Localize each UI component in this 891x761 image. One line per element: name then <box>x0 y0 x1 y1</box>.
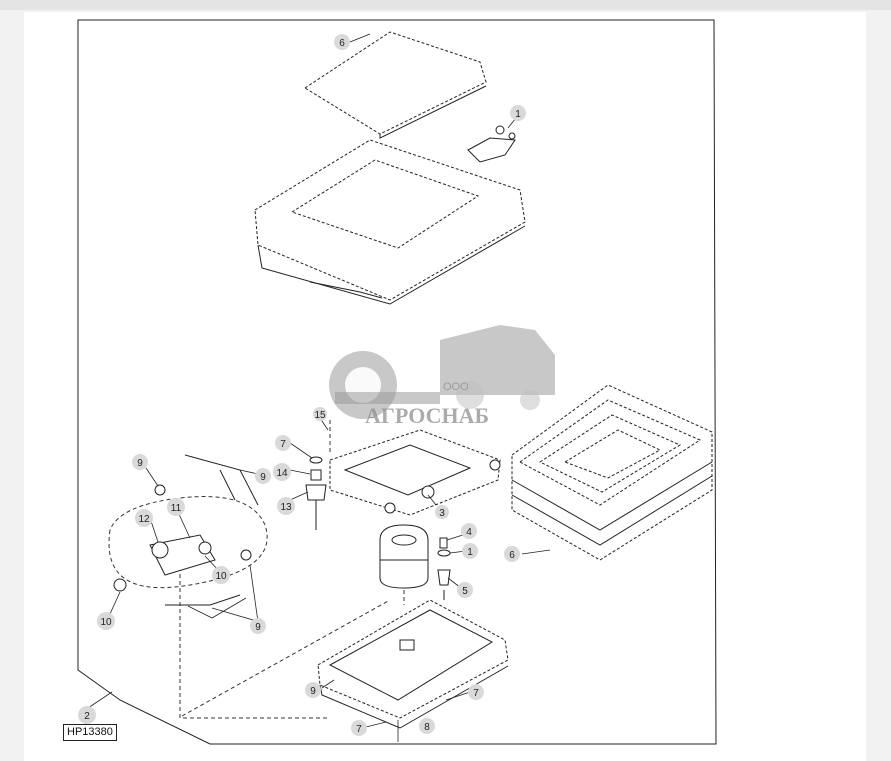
svg-text:1: 1 <box>467 547 473 558</box>
callout-10-a: 10 <box>212 566 230 584</box>
callout-13: 13 <box>277 497 295 515</box>
diagram-page: ООО АГРОСНАБ 6 1 15 7 14 13 9 9 <box>24 12 866 761</box>
callout-8: 8 <box>419 718 435 734</box>
top-strip <box>0 0 891 10</box>
svg-text:15: 15 <box>314 410 326 421</box>
watermark: ООО АГРОСНАБ <box>329 325 555 428</box>
svg-text:9: 9 <box>255 622 261 633</box>
fasteners-stack <box>437 537 451 600</box>
valve-assembly <box>108 454 268 619</box>
svg-text:3: 3 <box>439 508 445 519</box>
callout-15: 15 <box>313 407 327 421</box>
svg-text:10: 10 <box>100 617 112 628</box>
callout-7-bottom: 7 <box>351 720 367 736</box>
exploded-parts-diagram: ООО АГРОСНАБ 6 1 15 7 14 13 9 9 <box>77 19 717 745</box>
bolt-column <box>305 456 327 530</box>
callout-1-mid: 1 <box>462 543 478 559</box>
figure-id-label: HP13380 <box>63 724 117 741</box>
upper-seat-frame <box>254 125 526 305</box>
air-spring <box>379 524 429 589</box>
callout-9-c: 9 <box>250 618 266 634</box>
svg-text:9: 9 <box>260 472 266 483</box>
gear-logo-icon <box>329 351 440 419</box>
callout-7-left: 7 <box>275 435 291 451</box>
svg-text:9: 9 <box>310 686 316 697</box>
callout-3: 3 <box>435 505 449 519</box>
callout-14: 14 <box>273 463 291 481</box>
watermark-company: АГРОСНАБ <box>365 403 489 428</box>
svg-text:8: 8 <box>424 722 430 733</box>
callout-9-b: 9 <box>255 468 271 484</box>
callout-4: 4 <box>461 523 477 539</box>
callout-12: 12 <box>135 509 153 527</box>
callout-6-right: 6 <box>504 546 520 562</box>
alignment-lines <box>179 560 330 719</box>
svg-text:14: 14 <box>276 468 288 479</box>
diagram-frame <box>77 19 717 745</box>
svg-text:1: 1 <box>515 109 521 120</box>
callout-7-right: 7 <box>468 684 484 700</box>
middle-frame <box>329 420 501 516</box>
callout-1-top: 1 <box>510 105 526 121</box>
callout-6-top: 6 <box>334 34 350 50</box>
watermark-prefix: ООО <box>443 381 469 393</box>
svg-text:7: 7 <box>280 439 286 450</box>
svg-text:6: 6 <box>339 38 345 49</box>
svg-text:7: 7 <box>356 724 362 735</box>
seat-cushion <box>511 384 713 561</box>
svg-text:5: 5 <box>462 586 468 597</box>
seat-plate <box>304 31 487 139</box>
svg-text:2: 2 <box>84 711 90 722</box>
combine-harvester-icon <box>440 325 555 410</box>
callout-11: 11 <box>167 498 185 516</box>
base-frame <box>317 599 509 742</box>
callout-9-base: 9 <box>305 682 321 698</box>
svg-text:6: 6 <box>509 550 515 561</box>
callout-2: 2 <box>78 706 96 724</box>
svg-text:13: 13 <box>280 502 292 513</box>
svg-text:7: 7 <box>473 688 479 699</box>
callout-9-a: 9 <box>132 454 148 470</box>
svg-text:11: 11 <box>171 503 182 514</box>
svg-text:12: 12 <box>138 514 150 525</box>
callout-10-b: 10 <box>97 612 115 630</box>
svg-text:4: 4 <box>466 527 472 538</box>
svg-text:10: 10 <box>215 571 227 582</box>
svg-text:9: 9 <box>137 458 143 469</box>
callout-5: 5 <box>457 582 473 598</box>
